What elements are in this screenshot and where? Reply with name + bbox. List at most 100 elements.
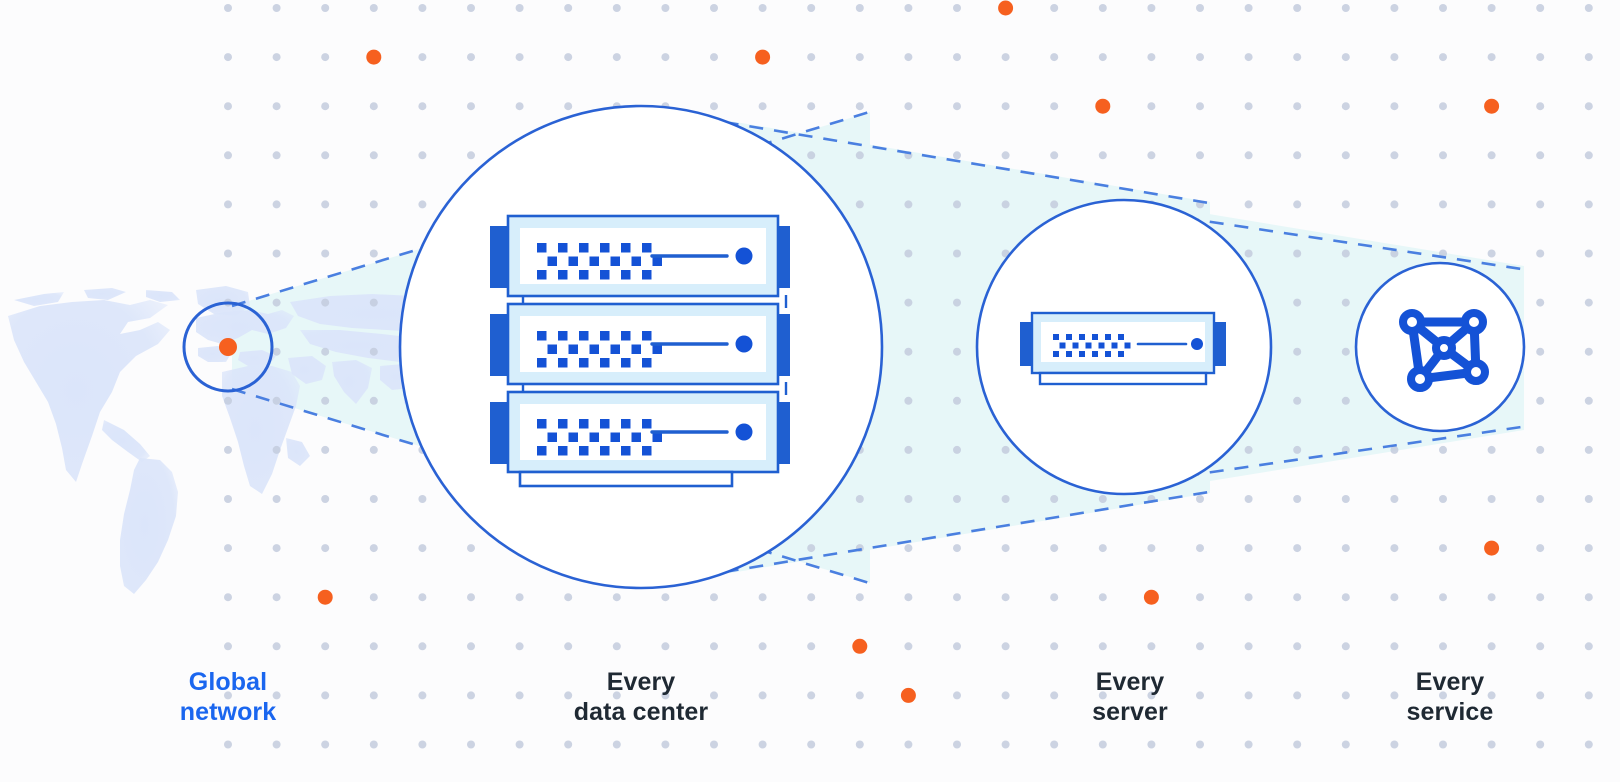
server-rack-base xyxy=(518,470,734,488)
circle-global-network[interactable] xyxy=(182,301,274,393)
grid-dot xyxy=(272,200,281,209)
grid-dot xyxy=(1536,642,1545,651)
grid-dot-accent xyxy=(852,638,868,654)
grid-dot xyxy=(953,200,961,209)
circle-every-server[interactable] xyxy=(975,198,1273,496)
network-graph-nodes xyxy=(1399,309,1489,392)
grid-dot xyxy=(224,495,232,503)
grid-dot xyxy=(1293,298,1302,307)
grid-dot xyxy=(1098,740,1107,749)
server-unit-2[interactable] xyxy=(490,302,790,386)
grid-dot xyxy=(369,102,378,111)
grid-dot xyxy=(321,347,330,356)
grid-dot xyxy=(224,396,232,405)
grid-dot xyxy=(1341,593,1350,602)
grid-dot xyxy=(1244,151,1253,160)
server-rack-icon[interactable] xyxy=(490,214,790,488)
grid-dot xyxy=(1098,53,1107,62)
grid-dot xyxy=(272,445,281,454)
grid-dot xyxy=(1147,691,1156,700)
grid-dot xyxy=(1001,53,1010,62)
grid-dot xyxy=(369,445,378,454)
grid-dot xyxy=(1244,102,1253,111)
grid-dot xyxy=(1439,445,1447,454)
grid-dot xyxy=(612,53,621,62)
server-led xyxy=(568,344,578,354)
grid-dot xyxy=(418,151,427,160)
grid-dot xyxy=(904,495,913,503)
circle-every-data-center[interactable] xyxy=(398,104,884,590)
server-led xyxy=(589,256,599,266)
server-led xyxy=(558,243,568,253)
circle-global-network-group[interactable] xyxy=(182,301,274,393)
grid-dot xyxy=(418,691,427,700)
grid-dot xyxy=(1341,691,1350,700)
grid-dot xyxy=(321,691,330,700)
grid-dot xyxy=(710,691,718,700)
grid-dot xyxy=(1487,151,1496,160)
grid-dot xyxy=(467,53,475,62)
grid-dot xyxy=(612,593,621,602)
server-led xyxy=(568,432,578,442)
grid-dot xyxy=(1050,151,1059,160)
server-unit-1-ear-left xyxy=(490,226,512,288)
grid-dot xyxy=(321,495,330,503)
server-led xyxy=(600,331,610,341)
single-server-led-matrix xyxy=(1053,334,1131,357)
grid-dot xyxy=(1439,53,1447,62)
grid-dot xyxy=(1001,642,1010,651)
grid-dot xyxy=(855,740,864,749)
server-led xyxy=(1105,351,1111,357)
grid-dot xyxy=(1098,642,1107,651)
server-unit-3[interactable] xyxy=(490,390,790,474)
server-led xyxy=(1066,334,1072,340)
grid-dot xyxy=(953,445,961,454)
grid-dot xyxy=(224,249,232,258)
grid-dot xyxy=(418,200,427,209)
single-server-icon[interactable] xyxy=(1020,311,1226,386)
server-led xyxy=(1059,342,1066,349)
grid-dot xyxy=(1341,53,1350,62)
grid-dot xyxy=(418,4,427,12)
server-unit-2-led-matrix xyxy=(537,331,662,368)
grid-dot xyxy=(1584,298,1593,307)
grid-dot xyxy=(904,102,913,111)
grid-dot xyxy=(1098,151,1107,160)
grid-dot xyxy=(224,593,232,602)
grid-dot xyxy=(1244,200,1253,209)
server-led xyxy=(1053,334,1059,340)
circle-every-service[interactable] xyxy=(1354,261,1526,433)
grid-dot xyxy=(1341,102,1350,111)
grid-dot xyxy=(272,642,281,651)
server-led xyxy=(537,331,547,341)
server-led xyxy=(558,270,568,280)
grid-dot xyxy=(564,102,573,111)
grid-dot xyxy=(1341,347,1350,356)
server-unit-1[interactable] xyxy=(490,214,790,298)
server-led xyxy=(537,419,547,429)
grid-dot xyxy=(904,249,913,258)
grid-dot-accent xyxy=(1095,98,1111,114)
dash-server-to-service-bottom xyxy=(1184,424,1529,478)
grid-dot xyxy=(1196,495,1204,503)
grid-dot xyxy=(515,691,524,700)
grid-dot xyxy=(1293,691,1302,700)
grid-dot xyxy=(1001,495,1010,503)
grid-dot xyxy=(758,691,767,700)
grid-dot xyxy=(1244,495,1253,503)
grid-dot xyxy=(1584,200,1593,209)
grid-dot xyxy=(564,642,573,651)
grid-dot xyxy=(1439,151,1447,160)
global-network-marker-dot xyxy=(219,338,237,356)
grid-dot xyxy=(1487,642,1496,651)
server-led xyxy=(1066,351,1072,357)
grid-dot xyxy=(1536,691,1545,700)
grid-dot xyxy=(1244,4,1253,12)
grid-dot xyxy=(904,544,913,553)
grid-dot xyxy=(321,642,330,651)
network-graph-icon[interactable] xyxy=(1399,309,1489,392)
grid-dot xyxy=(758,740,767,749)
grid-dot xyxy=(321,740,330,749)
grid-dot xyxy=(758,4,767,12)
grid-dot xyxy=(1147,151,1156,160)
